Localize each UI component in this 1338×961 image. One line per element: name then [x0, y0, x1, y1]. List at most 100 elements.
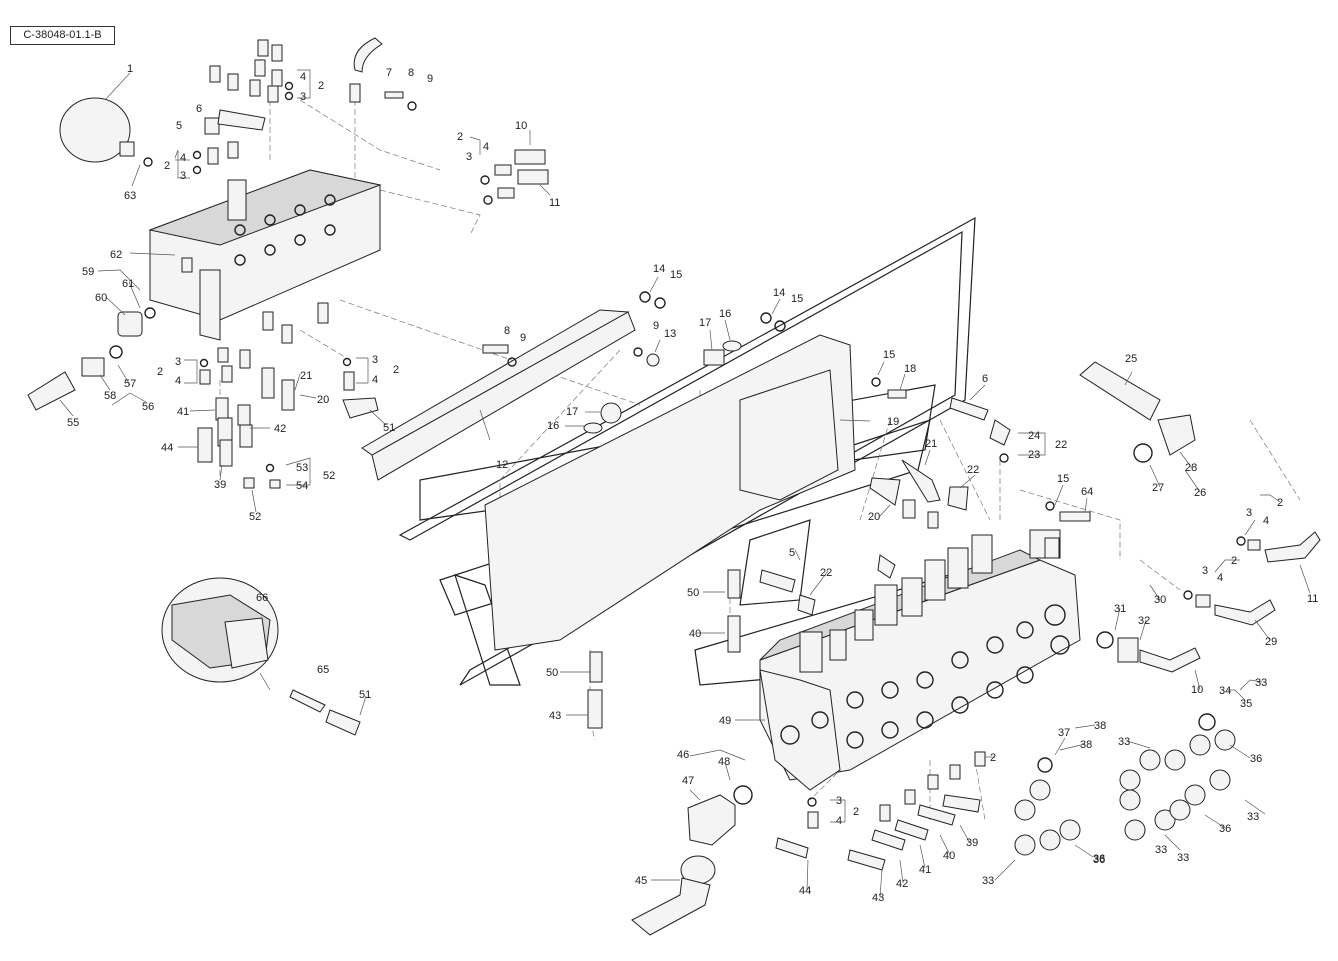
callout-40: 40: [689, 628, 701, 640]
callout-10: 10: [1191, 684, 1203, 696]
callout-16: 16: [719, 308, 731, 320]
left-valve-block: [148, 169, 382, 341]
callout-14: 14: [653, 263, 665, 275]
lower-fittings: [775, 751, 986, 871]
callout-1: 1: [127, 63, 133, 75]
callout-24: 24: [1028, 430, 1040, 442]
connector-66: [161, 577, 279, 683]
callout-8: 8: [408, 67, 414, 79]
callout-61: 61: [122, 278, 134, 290]
callout-22: 22: [1055, 439, 1067, 451]
callout-3: 3: [300, 91, 306, 103]
callout-42: 42: [896, 878, 908, 890]
callout-4: 4: [180, 152, 186, 164]
callout-39: 39: [214, 479, 226, 491]
callout-44: 44: [161, 442, 173, 454]
main-valve-block: [759, 529, 1081, 791]
callout-2: 2: [393, 364, 399, 376]
callout-3: 3: [372, 354, 378, 366]
callout-2: 2: [1277, 497, 1283, 509]
callout-32: 32: [1138, 615, 1150, 627]
callout-36: 36: [1093, 854, 1105, 866]
callout-6: 6: [982, 373, 988, 385]
leader-lines: [59, 69, 1311, 898]
callout-9: 9: [653, 320, 659, 332]
callout-23: 23: [1028, 449, 1040, 461]
callout-20: 20: [868, 511, 880, 523]
center-fittings: [587, 554, 896, 729]
callout-51: 51: [383, 422, 395, 434]
callout-65: 65: [317, 664, 329, 676]
callout-38: 38: [1080, 739, 1092, 751]
callout-33: 33: [1247, 811, 1259, 823]
callout-52: 52: [249, 511, 261, 523]
callout-4: 4: [1263, 515, 1269, 527]
callout-2: 2: [1231, 555, 1237, 567]
callout-33: 33: [1118, 736, 1130, 748]
elbow-47-hose-45: [631, 785, 753, 936]
callout-6: 6: [196, 103, 202, 115]
callout-12: 12: [496, 459, 508, 471]
callout-44: 44: [799, 885, 811, 897]
callout-33: 33: [1155, 844, 1167, 856]
callout-59: 59: [82, 266, 94, 278]
callout-63: 63: [124, 190, 136, 202]
callout-54: 54: [296, 480, 308, 492]
callout-5: 5: [176, 120, 182, 132]
callout-15: 15: [791, 293, 803, 305]
hose-fittings-10-11: [480, 149, 549, 205]
callout-18: 18: [904, 363, 916, 375]
callout-22: 22: [967, 464, 979, 476]
callout-27: 27: [1152, 482, 1164, 494]
hose-55: [27, 345, 123, 411]
callout-30: 30: [1154, 594, 1166, 606]
callout-28: 28: [1185, 462, 1197, 474]
callout-4: 4: [175, 375, 181, 387]
callout-37: 37: [1058, 727, 1070, 739]
callout-4: 4: [300, 71, 306, 83]
callout-41: 41: [919, 864, 931, 876]
callout-11: 11: [1307, 593, 1318, 605]
callout-58: 58: [104, 390, 116, 402]
callout-43: 43: [872, 892, 884, 904]
callout-41: 41: [177, 406, 189, 418]
callout-7: 7: [386, 67, 392, 79]
callout-38: 38: [1094, 720, 1106, 732]
callout-48: 48: [718, 756, 730, 768]
callout-36: 36: [1093, 853, 1105, 865]
hose-25: [1079, 361, 1196, 463]
callout-36: 36: [1219, 823, 1231, 835]
callout-39: 39: [966, 837, 978, 849]
callout-51: 51: [359, 689, 371, 701]
callout-17: 17: [699, 317, 711, 329]
callout-66: 66: [256, 592, 268, 604]
fittings-6-22: [869, 397, 1011, 529]
callout-33: 33: [982, 875, 994, 887]
callout-2: 2: [318, 80, 324, 92]
callout-9: 9: [520, 332, 526, 344]
callout-3: 3: [1202, 565, 1208, 577]
right-fittings: [1096, 531, 1321, 673]
callout-57: 57: [124, 378, 136, 390]
callout-4: 4: [836, 815, 842, 827]
sensor-65: [289, 689, 361, 736]
top-fittings: [192, 37, 417, 175]
callout-4: 4: [1217, 572, 1223, 584]
fitting-cluster-33-36: [1014, 713, 1236, 856]
callout-17: 17: [566, 406, 578, 418]
mid-left-fittings: [197, 302, 379, 489]
callout-35: 35: [1240, 698, 1252, 710]
callout-21: 21: [925, 438, 937, 450]
bracket-19: [484, 334, 856, 651]
callout-19: 19: [887, 416, 899, 428]
callout-52: 52: [323, 470, 335, 482]
callout-62: 62: [110, 249, 122, 261]
callout-36: 36: [1250, 753, 1262, 765]
callout-56: 56: [142, 401, 154, 413]
callout-3: 3: [466, 151, 472, 163]
callout-8: 8: [504, 325, 510, 337]
callout-3: 3: [175, 356, 181, 368]
callout-34: 34: [1219, 685, 1231, 697]
callout-4: 4: [483, 141, 489, 153]
